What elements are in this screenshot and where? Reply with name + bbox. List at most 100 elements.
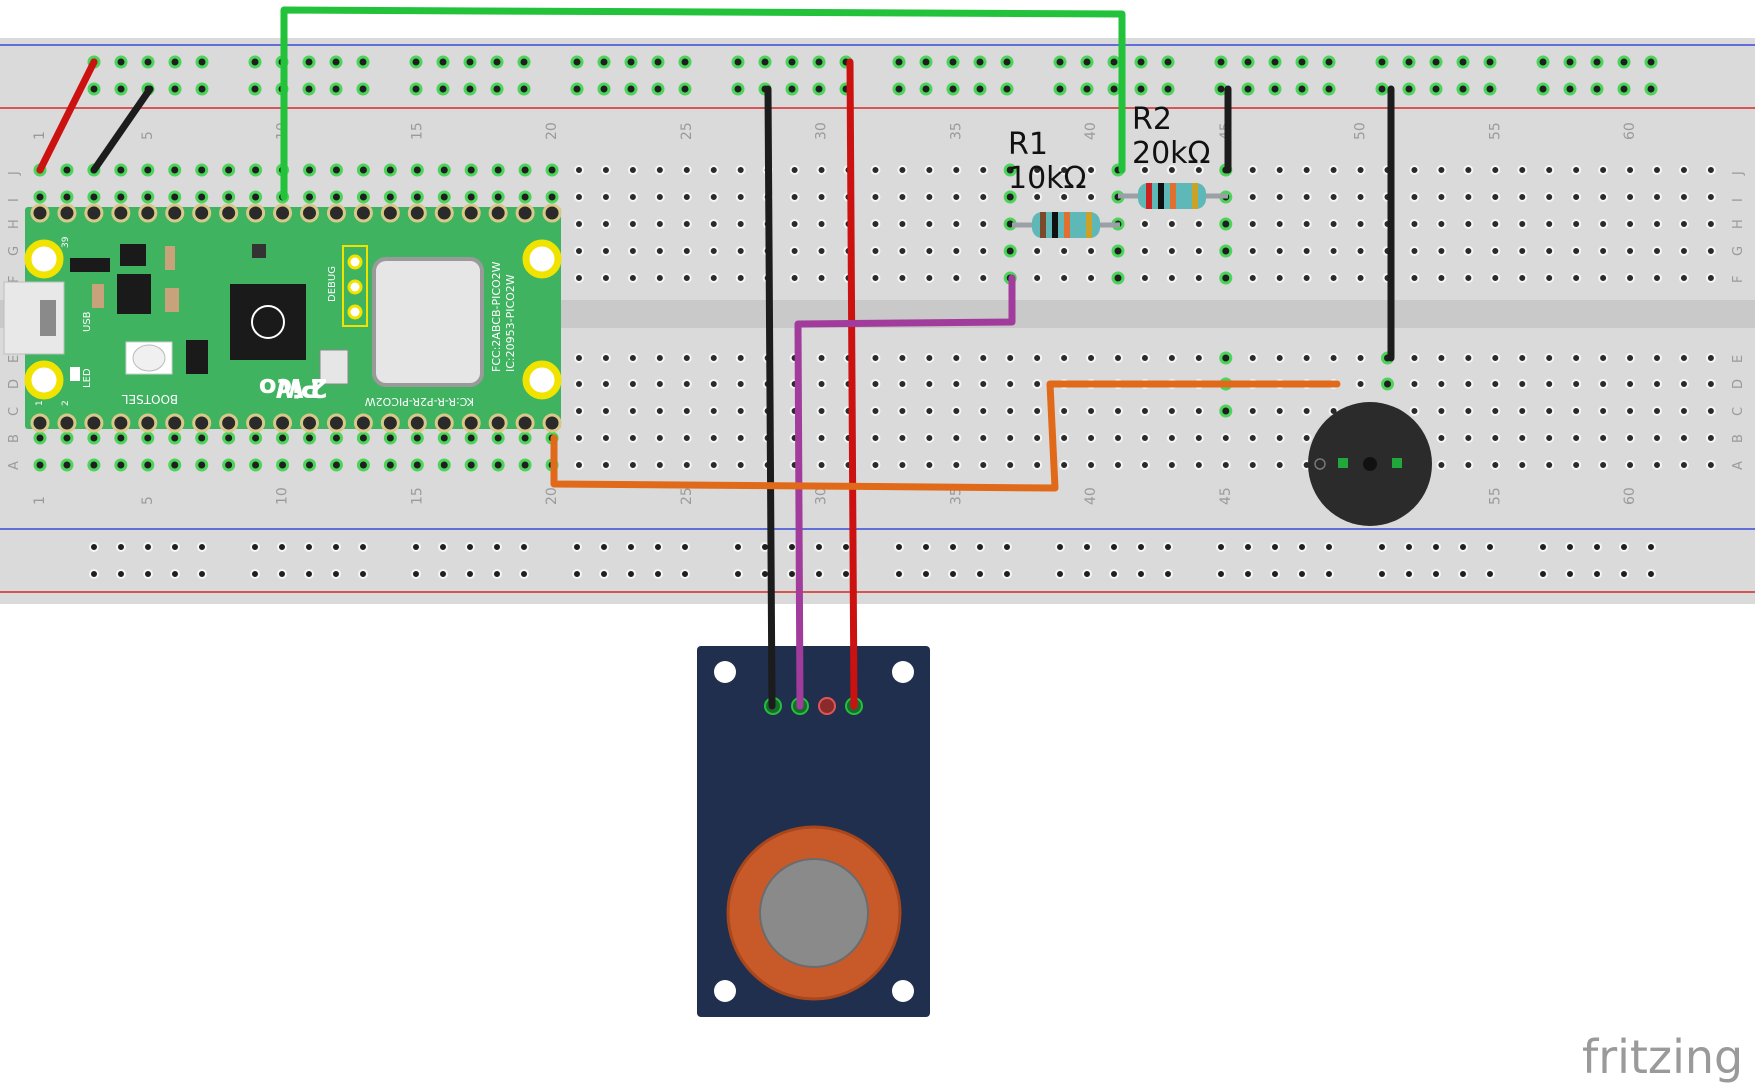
breadboard-hole: [1571, 379, 1582, 389]
pico-mcu: [230, 284, 306, 360]
breadboard-hole: [1328, 165, 1339, 175]
rail-hole: [409, 82, 423, 96]
breadboard-hole: [708, 219, 719, 229]
breadboard-hole: [60, 458, 74, 472]
breadboard-hole: [1678, 273, 1689, 283]
row-letter-label: F: [1731, 276, 1746, 283]
breadboard-hole: [1032, 353, 1043, 363]
column-number-label: 35: [948, 122, 964, 140]
breadboard-hole: [708, 379, 719, 389]
breadboard-hole: [1490, 460, 1501, 470]
debug-pin-3: [347, 304, 363, 320]
bootsel-button[interactable]: [132, 344, 166, 372]
row-letter-label: E: [7, 355, 22, 363]
breadboard-hole: [1463, 379, 1474, 389]
rail-hole: [1402, 82, 1416, 96]
breadboard-hole: [1409, 192, 1420, 202]
rail-hole: [1565, 569, 1575, 579]
breadboard-hole: [1274, 165, 1285, 175]
breadboard-hole: [1409, 273, 1420, 283]
rail-hole: [1161, 55, 1175, 69]
rail-hole: [1000, 55, 1014, 69]
breadboard-hole: [681, 219, 692, 229]
breadboard-hole: [1598, 406, 1609, 416]
breadboard-hole: [897, 433, 908, 443]
column-number-label: 20: [544, 487, 560, 505]
breadboard-hole: [1355, 353, 1366, 363]
rail-hole: [1646, 542, 1656, 552]
breadboard-hole: [654, 273, 665, 283]
breadboard-hole: [1544, 460, 1555, 470]
rail-hole: [1055, 569, 1065, 579]
row-letter-label: D: [7, 379, 22, 389]
row-letter-label: J: [7, 171, 22, 176]
breadboard-hole: [1166, 353, 1177, 363]
pico-pin-pad: [111, 203, 131, 223]
rail-hole: [597, 82, 611, 96]
rail-hole: [358, 569, 368, 579]
column-number-label: 5: [140, 496, 156, 505]
pico-pin-pad: [84, 413, 104, 433]
breadboard-hole: [1003, 244, 1017, 258]
rail-hole: [1456, 82, 1470, 96]
breadboard-hole: [951, 219, 962, 229]
breadboard-hole: [1032, 379, 1043, 389]
breadboard-hole: [1193, 433, 1204, 443]
breadboard-hole: [1598, 192, 1609, 202]
rail-hole: [170, 569, 180, 579]
pico-pin-pad: [84, 203, 104, 223]
breadboard-hole: [897, 379, 908, 389]
breadboard-hole: [870, 192, 881, 202]
row-letter-label: D: [1731, 379, 1746, 389]
column-number-label: 30: [814, 122, 830, 140]
pico-pin-pad: [407, 203, 427, 223]
pico-usb-port: [40, 300, 56, 336]
breadboard-hole: [978, 273, 989, 283]
breadboard-hole: [600, 460, 611, 470]
rail-hole: [1617, 82, 1631, 96]
breadboard-hole: [168, 190, 182, 204]
breadboard-hole: [1571, 246, 1582, 256]
breadboard-hole: [1652, 433, 1662, 443]
breadboard-hole: [1625, 433, 1636, 443]
breadboard-hole: [1517, 433, 1528, 443]
rail-hole: [973, 82, 987, 96]
breadboard-hole: [924, 460, 935, 470]
breadboard-hole: [816, 273, 827, 283]
breadboard-hole: [249, 431, 263, 445]
breadboard-hole: [735, 165, 746, 175]
breadboard-hole: [1166, 433, 1177, 443]
breadboard-hole: [1355, 192, 1366, 202]
rail-hole: [1241, 55, 1255, 69]
breadboard-hole: [816, 246, 827, 256]
breadboard-hole: [1517, 353, 1528, 363]
column-number-label: 40: [1083, 487, 1099, 505]
breadboard-hole: [1705, 273, 1716, 283]
rail-hole: [1458, 569, 1468, 579]
breadboard-hole: [222, 163, 236, 177]
breadboard-hole: [897, 406, 908, 416]
breadboard-hole: [1436, 165, 1447, 175]
rail-hole: [1136, 569, 1146, 579]
buzzer-pin-1: [1338, 458, 1348, 468]
breadboard-hole: [491, 163, 505, 177]
pico-pin-pad: [380, 413, 400, 433]
pico-pin-pad: [542, 203, 562, 223]
breadboard-hole: [1544, 246, 1555, 256]
breadboard-hole: [1598, 165, 1609, 175]
breadboard-hole: [33, 458, 47, 472]
breadboard-hole: [1247, 353, 1258, 363]
breadboard-hole: [33, 431, 47, 445]
breadboard-hole: [491, 431, 505, 445]
breadboard-hole: [924, 219, 935, 229]
breadboard-hole: [735, 353, 746, 363]
breadboard-hole: [951, 406, 962, 416]
breadboard-hole: [1193, 165, 1204, 175]
column-number-label: 1: [32, 131, 48, 140]
breadboard-hole: [627, 192, 638, 202]
breadboard-hole: [1086, 192, 1097, 202]
row-letter-label: B: [1731, 434, 1746, 443]
breadboard-hole: [870, 406, 881, 416]
rail-hole: [973, 55, 987, 69]
